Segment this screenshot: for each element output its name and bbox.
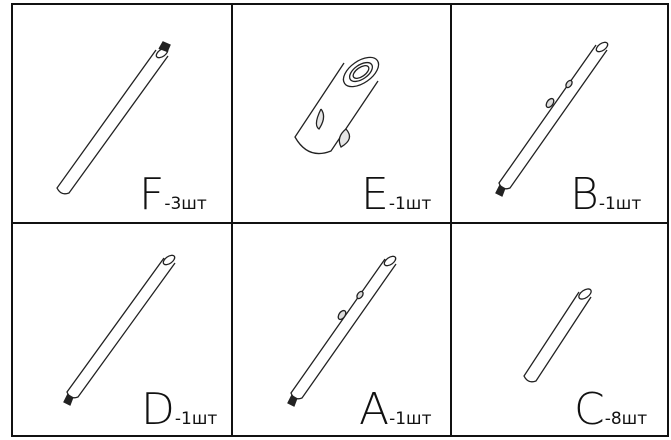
part-quantity: -1шт bbox=[389, 409, 432, 429]
grid-divider-vertical bbox=[450, 5, 452, 435]
part-cell-c: C-8шт bbox=[452, 224, 667, 435]
part-label-e: E-1шт bbox=[361, 173, 431, 217]
part-label-d: D-1шт bbox=[141, 388, 217, 432]
part-quantity: -1шт bbox=[174, 409, 218, 429]
tube-with-holes-icon bbox=[287, 255, 397, 407]
part-letter: B bbox=[570, 169, 599, 220]
part-cell-b: B-1шт bbox=[452, 5, 667, 222]
long-tube-icon bbox=[63, 254, 176, 406]
part-letter: D bbox=[141, 384, 175, 435]
part-letter: C bbox=[574, 384, 605, 435]
part-quantity: -8шт bbox=[604, 409, 648, 429]
threaded-tube-icon bbox=[56, 41, 171, 195]
part-label-a: A-1шт bbox=[359, 388, 432, 432]
part-letter: F bbox=[139, 169, 165, 220]
part-label-c: C-8шт bbox=[574, 388, 647, 432]
part-letter: A bbox=[359, 384, 390, 435]
part-cell-e: E-1шт bbox=[233, 5, 450, 222]
tube-with-holes-icon bbox=[495, 41, 609, 197]
part-quantity: -3шт bbox=[164, 194, 207, 214]
short-tube-icon bbox=[523, 288, 592, 383]
parts-grid: F-3шт E-1шт bbox=[11, 3, 669, 437]
part-cell-f: F-3шт bbox=[13, 5, 231, 222]
part-letter: E bbox=[361, 169, 389, 220]
part-quantity: -1шт bbox=[598, 194, 642, 214]
grid-divider-horizontal bbox=[13, 222, 667, 224]
grid-divider-vertical bbox=[231, 5, 233, 435]
threaded-connector-icon bbox=[294, 56, 380, 155]
part-cell-d: D-1шт bbox=[13, 224, 231, 435]
part-label-b: B-1шт bbox=[570, 173, 641, 217]
part-label-f: F-3шт bbox=[139, 173, 207, 217]
part-cell-a: A-1шт bbox=[233, 224, 450, 435]
part-quantity: -1шт bbox=[388, 194, 432, 214]
